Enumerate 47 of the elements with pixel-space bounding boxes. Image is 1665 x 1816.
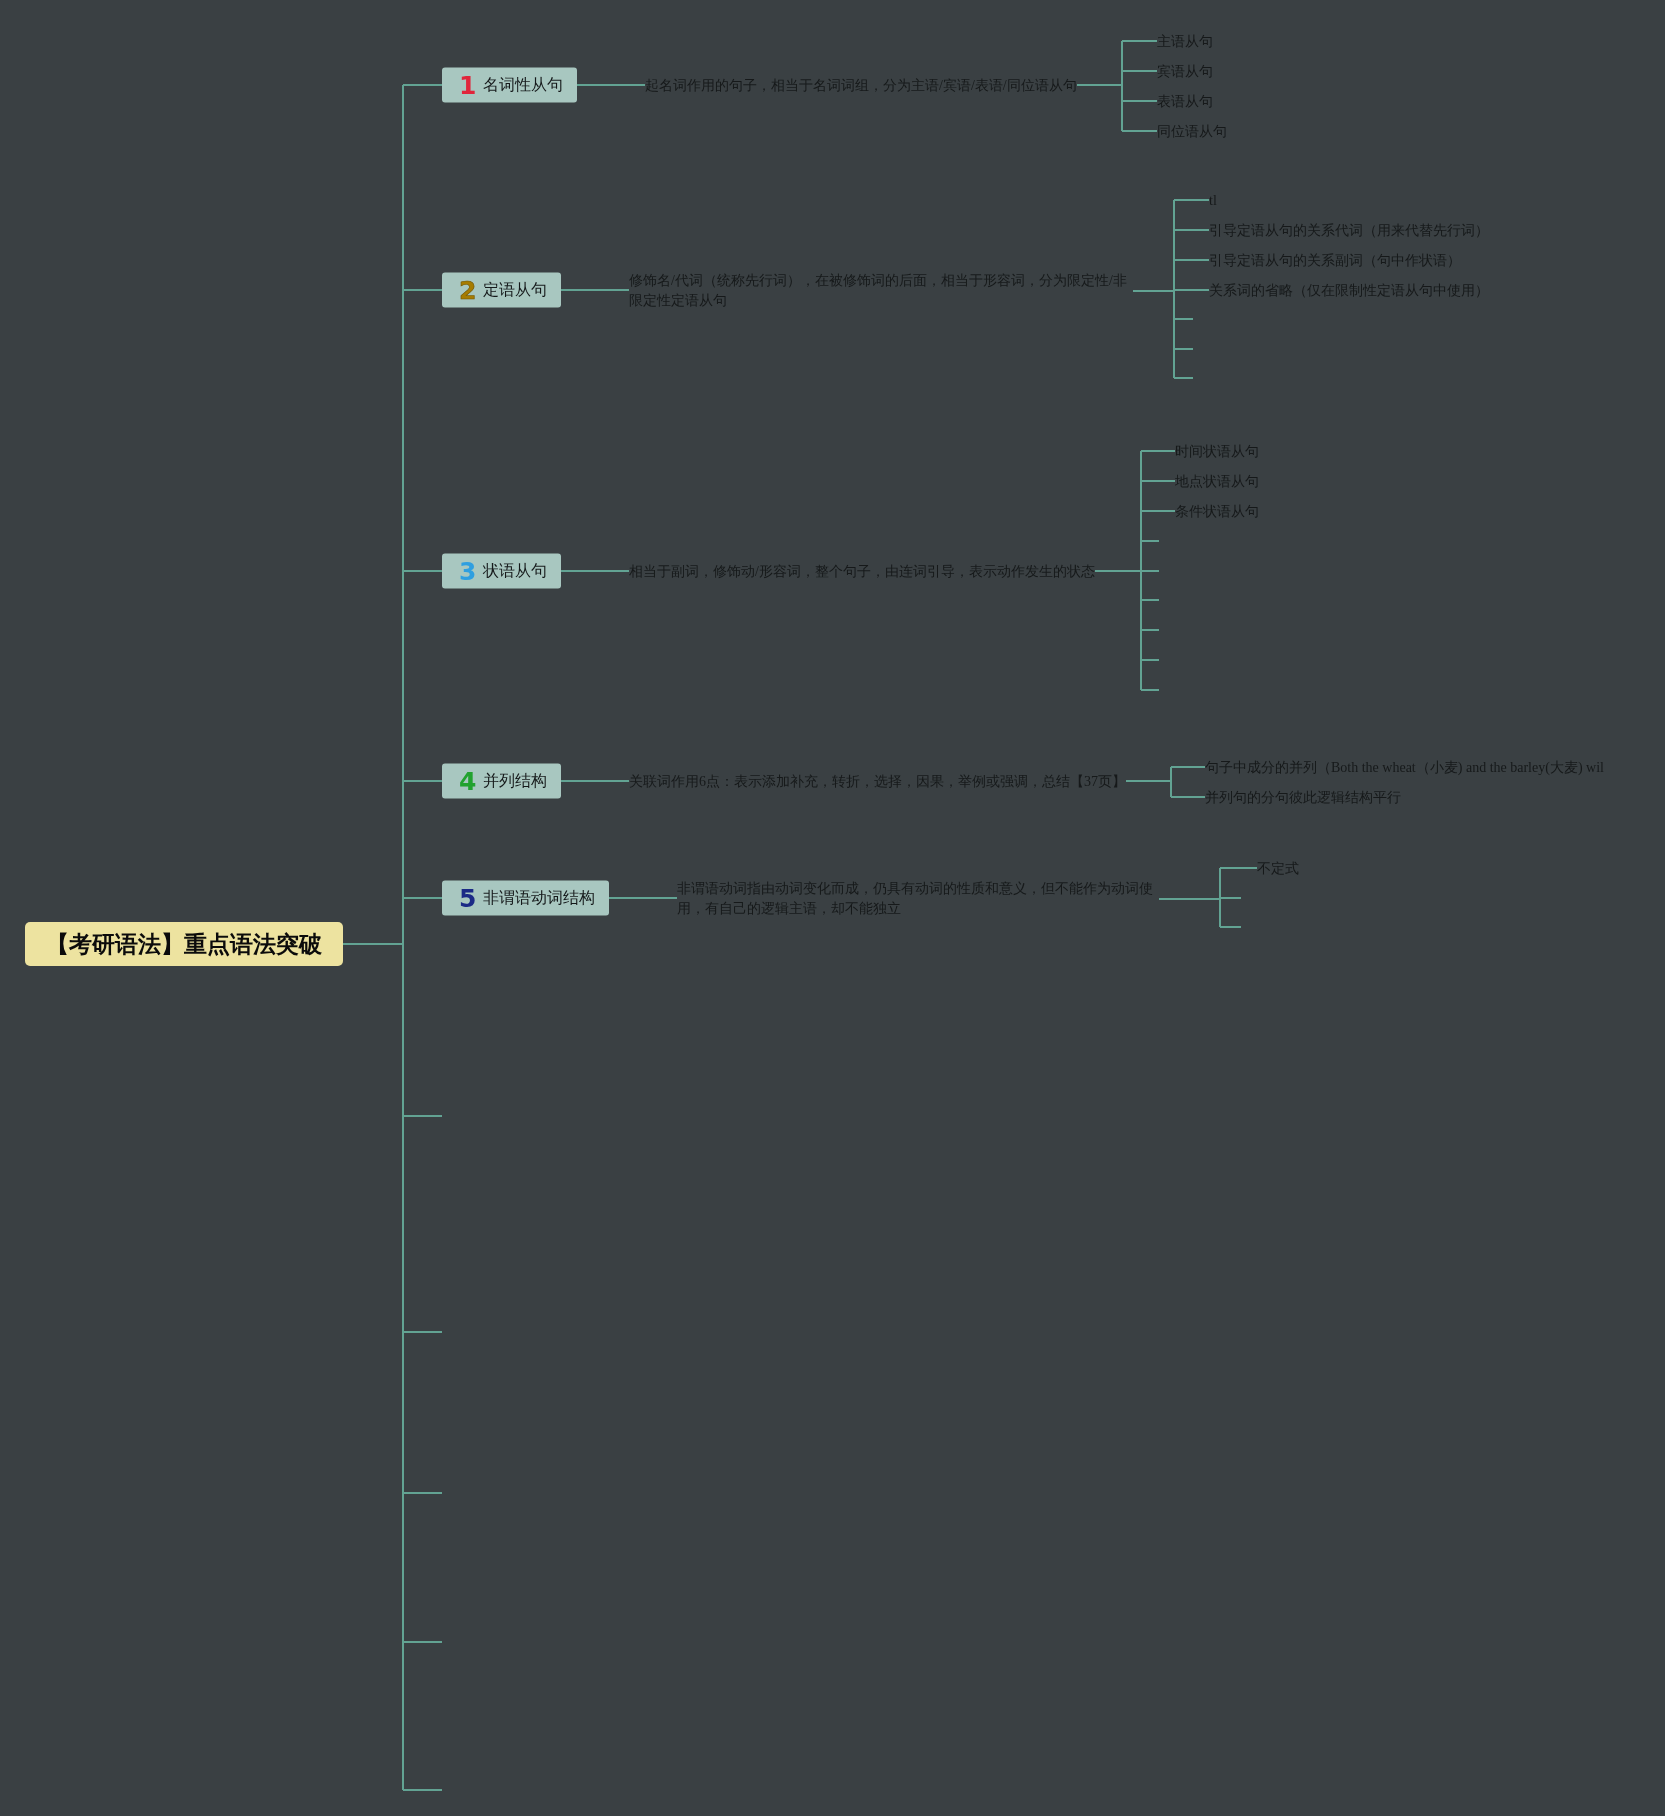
connector-line — [1170, 766, 1206, 768]
central-topic-box — [25, 922, 343, 966]
connector-line — [1173, 259, 1210, 261]
topic-number: 1 — [459, 72, 477, 98]
connector-line — [402, 84, 443, 86]
connector-line — [342, 84, 443, 1791]
topic-box — [442, 553, 562, 589]
connector-line — [560, 570, 630, 572]
topic-box — [442, 272, 562, 308]
topic-box — [442, 763, 562, 799]
topic-number: 3 — [459, 558, 477, 584]
topic-title: 并列结构 — [483, 770, 548, 792]
connector-line — [1173, 289, 1210, 291]
connector-line — [402, 289, 443, 291]
connector-line — [1140, 450, 1176, 452]
connector-line — [1158, 867, 1242, 928]
connector-line — [402, 897, 443, 899]
connector-line — [1076, 40, 1123, 132]
connector-line — [1173, 199, 1210, 201]
topic-number: 5 — [459, 885, 477, 911]
topic-title: 非谓语动词结构 — [483, 887, 596, 909]
topic-title: 名词性从句 — [483, 74, 564, 96]
connector-line — [1121, 130, 1158, 132]
connector-line — [402, 780, 443, 782]
connector-line — [608, 897, 678, 899]
connector-line — [1121, 70, 1158, 72]
connector-line — [560, 780, 630, 782]
connector-line — [1121, 40, 1158, 42]
connector-line — [1094, 450, 1160, 691]
central-topic-title: 【考研语法】重点语法突破 — [46, 929, 322, 959]
topic-number: 2 — [459, 277, 477, 303]
connector-line — [576, 84, 646, 86]
connector-line — [1219, 867, 1258, 869]
connector-line — [1125, 766, 1172, 798]
connector-line — [402, 570, 443, 572]
topic-title: 状语从句 — [483, 560, 548, 582]
connector-line — [1140, 510, 1176, 512]
topic-box — [442, 67, 578, 103]
topic-title: 定语从句 — [483, 279, 548, 301]
topic-box — [442, 880, 610, 916]
connector-line — [560, 289, 630, 291]
connector-line — [1132, 199, 1194, 379]
connector-line — [1173, 229, 1210, 231]
connector-line — [1140, 480, 1176, 482]
topic-number: 4 — [459, 768, 477, 794]
connector-line — [1170, 796, 1206, 798]
connector-line — [1121, 100, 1158, 102]
